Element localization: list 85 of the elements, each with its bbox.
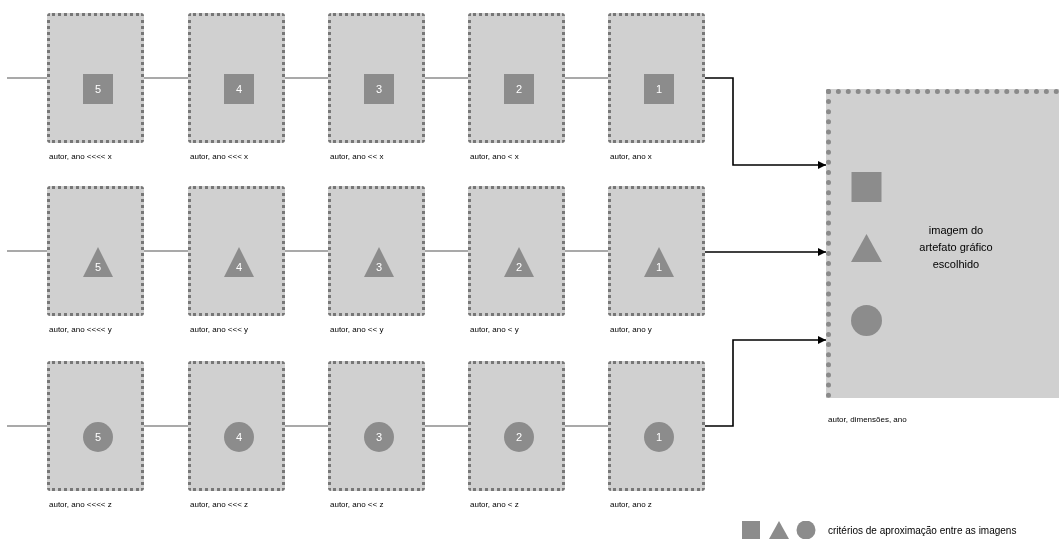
triangle-marker: [644, 247, 674, 277]
image-card: [608, 361, 705, 491]
image-card: [47, 186, 144, 316]
connector-line: [6, 250, 48, 252]
image-card: [188, 186, 285, 316]
node-label: autor, ano y: [610, 326, 652, 334]
node-label: autor, ano z: [610, 501, 652, 509]
connector-line: [143, 77, 189, 79]
node-label: autor, ano <<<< z: [49, 501, 112, 509]
marker-number: 3: [375, 83, 383, 95]
circle-marker: [644, 422, 674, 452]
marker-number: 2: [515, 431, 523, 443]
circle-marker: [504, 422, 534, 452]
node-label: autor, ano <<<< x: [49, 153, 112, 161]
marker-number: 5: [94, 83, 102, 95]
connector-line: [564, 250, 609, 252]
marker-number: 1: [655, 83, 663, 95]
node-label: autor, ano x: [610, 153, 652, 161]
marker-number: 2: [515, 83, 523, 95]
circle-marker: [83, 422, 113, 452]
triangle-marker: [83, 247, 113, 277]
image-card: [608, 186, 705, 316]
marker-number: 1: [655, 431, 663, 443]
connector-line: [424, 77, 469, 79]
node-label: autor, ano < z: [470, 501, 519, 509]
triangle-marker: [364, 247, 394, 277]
node-label: autor, ano << z: [330, 501, 384, 509]
connector-line: [6, 425, 48, 427]
connector-line: [6, 77, 48, 79]
node-label: autor, ano < y: [470, 326, 519, 334]
circle-marker: [364, 422, 394, 452]
image-card: [468, 13, 565, 143]
legend-text: critérios de aproximação entre as imagens: [828, 523, 1017, 538]
image-card: [468, 186, 565, 316]
connector-line: [284, 77, 329, 79]
triangle-symbol: [851, 234, 882, 262]
image-card: [47, 361, 144, 491]
marker-number: 2: [515, 261, 523, 273]
node-label: autor, ano <<< x: [190, 153, 249, 161]
node-label: autor, ano <<< z: [190, 501, 249, 509]
marker-number: 5: [94, 261, 102, 273]
node-label: autor, ano << x: [330, 153, 384, 161]
connector-line: [424, 425, 469, 427]
connector-line: [143, 425, 189, 427]
node-label: autor, dimensões, ano: [828, 416, 907, 424]
frame-text: imagem do artefato gráfico escolhido: [918, 223, 994, 272]
node-label: autor, ano < x: [470, 153, 519, 161]
arrow: [704, 77, 827, 169]
marker-number: 4: [235, 431, 243, 443]
box-symbol: [851, 172, 882, 202]
connector-line: [143, 250, 189, 252]
image-card: [188, 361, 285, 491]
connector-line: [424, 250, 469, 252]
marker-number: 1: [655, 261, 663, 273]
image-card: [47, 13, 144, 143]
connector-line: [284, 425, 329, 427]
marker-number: 3: [375, 261, 383, 273]
marker-number: 4: [235, 83, 243, 95]
image-card: [468, 361, 565, 491]
circle-marker: [224, 422, 254, 452]
square-marker: [504, 74, 534, 104]
image-card: [328, 13, 425, 143]
arrow: [704, 248, 827, 256]
circle-symbol: [851, 305, 882, 336]
connector-line: [564, 77, 609, 79]
triangle-marker: [224, 247, 254, 277]
square-marker: [364, 74, 394, 104]
arrow: [704, 336, 827, 427]
node-label: autor, ano <<<< y: [49, 326, 112, 334]
image-card: [608, 13, 705, 143]
square-marker: [83, 74, 113, 104]
image-card: [188, 13, 285, 143]
marker-number: 3: [375, 431, 383, 443]
marker-number: 5: [94, 431, 102, 443]
image-card: [328, 186, 425, 316]
node-label: autor, ano <<< y: [190, 326, 249, 334]
marker-number: 4: [235, 261, 243, 273]
connector-line: [284, 250, 329, 252]
connector-line: [564, 425, 609, 427]
image-frame: [826, 89, 1059, 398]
triangle-marker: [504, 247, 534, 277]
square-marker: [644, 74, 674, 104]
node-label: autor, ano << y: [330, 326, 384, 334]
square-marker: [224, 74, 254, 104]
image-card: [328, 361, 425, 491]
